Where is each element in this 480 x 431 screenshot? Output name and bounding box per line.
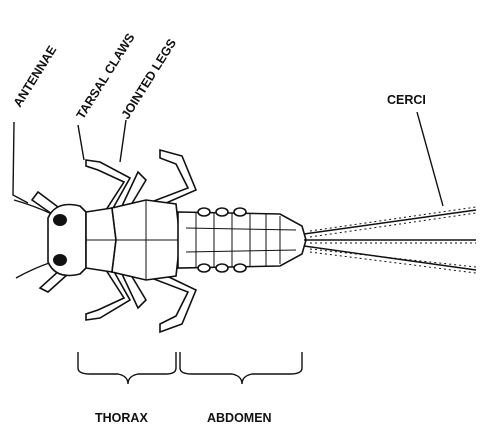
brace-thorax [78,352,176,384]
antenna-lower [16,262,52,278]
brace-abdomen [180,352,302,384]
head [48,205,86,276]
label-cerci: CERCI [387,93,426,107]
label-antennae: ANTENNAE [11,43,60,109]
thorax [86,200,180,280]
leader-cerci [417,112,443,206]
cerci [304,207,476,273]
abdomen [178,208,306,272]
leader-jointed-legs [120,120,126,162]
leader-tarsal-claws [78,125,84,160]
label-thorax: THORAX [95,411,148,425]
leader-antennae [13,122,28,203]
label-abdomen: ABDOMEN [207,411,272,425]
eye-lower [53,254,67,266]
eye-upper [53,214,67,226]
